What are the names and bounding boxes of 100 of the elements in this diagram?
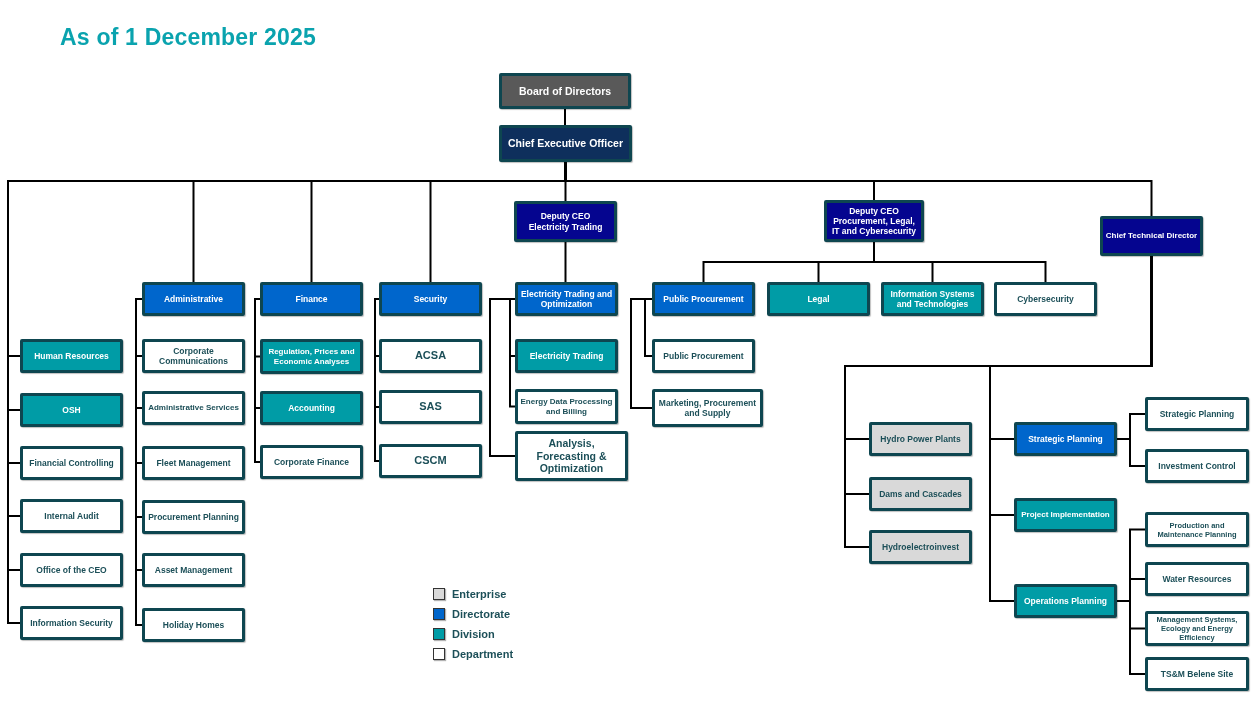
chart-title: As of 1 December 2025 xyxy=(60,24,317,51)
unit-name: Dams and Cascades xyxy=(879,488,962,500)
executive-box xyxy=(499,125,632,162)
department-box xyxy=(1145,611,1249,646)
directorate-box xyxy=(652,282,755,316)
division-box xyxy=(1014,498,1117,532)
connector-line xyxy=(564,241,567,283)
unit-name: Regulation, Prices and Economic Analyses xyxy=(267,346,356,367)
enterprise-box xyxy=(869,530,972,564)
department-box xyxy=(1145,512,1249,547)
unit-name: Administrative xyxy=(163,293,223,305)
directorate-box xyxy=(515,282,618,316)
connector-line xyxy=(489,298,516,457)
unit-name: Investment Control xyxy=(1158,460,1236,472)
unit-name: Procurement, Legal, IT and Cybersecurity xyxy=(830,215,918,237)
unit-name: Corporate Communications xyxy=(158,345,229,367)
division-box xyxy=(20,393,123,427)
legend-label: Department xyxy=(452,648,514,660)
connector-line xyxy=(135,298,143,626)
division-box xyxy=(767,282,870,316)
department-box xyxy=(20,499,123,533)
unit-name: Hydro Power Plants xyxy=(880,433,961,445)
unit-name: Hydroelectroinvest xyxy=(882,541,959,553)
unit-name: Office of the CEO xyxy=(36,564,107,576)
legend-label: Enterprise xyxy=(452,588,507,600)
enterprise-box xyxy=(869,422,972,456)
unit-name: Human Resources xyxy=(34,350,109,362)
department-box xyxy=(652,389,763,427)
department-box xyxy=(20,606,123,640)
department-box xyxy=(142,608,245,642)
unit-name: Electricity Trading xyxy=(528,221,603,232)
division-box xyxy=(260,391,363,425)
unit-name: Legal xyxy=(807,293,830,305)
directorate-box xyxy=(1014,422,1117,456)
unit-name: ACSA xyxy=(414,349,447,363)
division-box xyxy=(20,339,123,373)
connector-line xyxy=(1116,438,1146,467)
department-box xyxy=(515,431,628,481)
connector-line xyxy=(254,298,261,463)
connector-line xyxy=(644,298,653,357)
unit-name: TS&M Belene Site xyxy=(1160,668,1234,680)
unit-name: Analysis, Forecasting & Optimization xyxy=(535,437,608,475)
department-box xyxy=(652,339,755,373)
division-box xyxy=(260,339,363,374)
unit-name: Strategic Planning xyxy=(1028,433,1103,445)
department-box xyxy=(20,446,123,480)
department-box xyxy=(994,282,1097,316)
unit-name: Operations Planning xyxy=(1023,595,1108,607)
unit-name: CSCM xyxy=(414,454,447,468)
connector-line xyxy=(564,108,566,126)
unit-name: Holiday Homes xyxy=(162,619,225,631)
department-box xyxy=(379,390,482,424)
department-box xyxy=(1145,562,1249,596)
unit-name: Procurement Planning xyxy=(148,511,239,523)
department-box xyxy=(142,553,245,587)
unit-name: Cybersecurity xyxy=(1017,293,1074,305)
unit-name: Administrative Services xyxy=(148,403,239,413)
connector-line xyxy=(630,298,653,409)
unit-name: Public Procurement xyxy=(663,293,744,305)
directorate-box xyxy=(260,282,363,316)
unit-name: Information Security xyxy=(30,617,113,629)
unit-name: Electricity Trading xyxy=(529,350,604,362)
unit-name: Chief Executive Officer xyxy=(508,137,623,150)
directorate-box xyxy=(142,282,245,316)
department-box xyxy=(1145,449,1249,483)
department-box xyxy=(1145,657,1249,691)
department-box xyxy=(260,445,363,479)
unit-name: Corporate Finance xyxy=(273,456,350,468)
unit-name: Asset Management xyxy=(154,564,233,576)
department-box xyxy=(142,446,245,480)
unit-name: Board of Directors xyxy=(518,84,612,98)
unit-name: Strategic Planning xyxy=(1159,408,1235,420)
unit-name: Water Resources xyxy=(1162,573,1232,585)
enterprise-box xyxy=(869,477,972,511)
deputy-box xyxy=(824,200,924,242)
unit-name: Electricity Trading and Optimization xyxy=(520,288,613,310)
unit-name: Information Systems and Technologies xyxy=(889,288,976,310)
board-box xyxy=(499,73,631,109)
department-box xyxy=(142,339,245,373)
department-box xyxy=(142,391,245,425)
deputy-box xyxy=(514,201,617,242)
department-box xyxy=(515,389,618,424)
connector-line xyxy=(509,298,516,408)
unit-name: Project Implementation xyxy=(1021,510,1110,520)
connector-line xyxy=(429,161,567,283)
unit-name: Security xyxy=(413,293,448,305)
division-box xyxy=(1014,584,1117,618)
division-box xyxy=(881,282,984,316)
department-box xyxy=(142,500,245,534)
unit-name: Chief Technical Director xyxy=(1105,231,1198,241)
unit-name: Public Procurement xyxy=(663,350,744,362)
connector-line xyxy=(374,298,380,462)
department-box xyxy=(379,339,482,373)
department-box xyxy=(379,444,482,478)
department-box xyxy=(1145,397,1249,431)
unit-name: Marketing, Procurement and Supply xyxy=(657,397,758,419)
department-box xyxy=(20,553,123,587)
unit-name: Deputy CEO xyxy=(540,211,591,222)
deputy-box xyxy=(1100,216,1203,256)
unit-name: Energy Data Processing and Billing xyxy=(520,396,613,417)
